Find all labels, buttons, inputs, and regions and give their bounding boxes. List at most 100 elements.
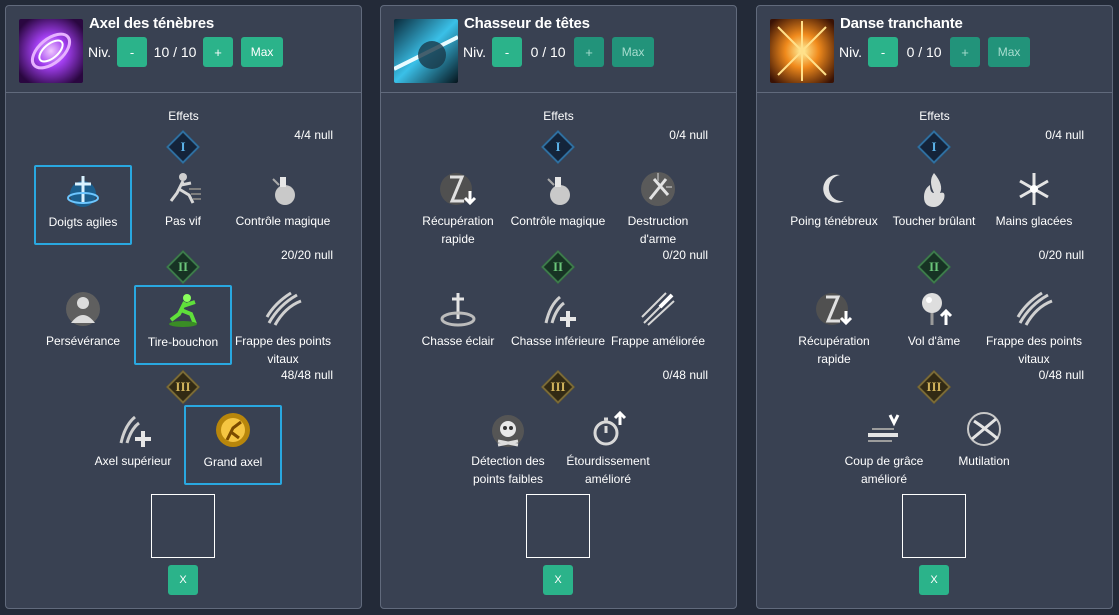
effect-frappe-des-points-vitaux[interactable]: Frappe des points vitaux: [985, 289, 1083, 368]
effect-etourdissement-ameliore[interactable]: Étourdissement amélioré: [559, 409, 657, 488]
decrease-level-button[interactable]: -: [492, 37, 523, 67]
effect-perseverance[interactable]: Persévérance: [34, 289, 132, 350]
effect-chasse-eclair[interactable]: Chasse éclair: [409, 289, 507, 350]
effect-label: Vol d'âme: [907, 334, 961, 348]
effect-toucher-brulant[interactable]: Toucher brûlant: [885, 169, 983, 230]
decrease-level-button[interactable]: -: [117, 37, 148, 67]
magic-control-icon: [547, 177, 570, 205]
effects-title: Effets: [543, 109, 574, 123]
skill-header: Danse tranchante Niv. - 0 / 10 + Max: [757, 6, 1112, 93]
effect-label: Contrôle magique: [235, 214, 331, 228]
effect-label: Étourdissement amélioré: [566, 454, 650, 486]
skill-title: Axel des ténèbres: [89, 15, 214, 32]
level-label: Niv.: [463, 44, 487, 60]
skill-header: Chasseur de têtes Niv. - 0 / 10 + Max: [381, 6, 736, 93]
effect-axel-superieur[interactable]: Axel supérieur: [84, 409, 182, 470]
tier-1-count: 0/4 null: [1045, 128, 1084, 142]
weak-point-detection-icon: [492, 415, 524, 447]
level-value: 0 / 10: [530, 44, 566, 60]
tier-2-count: 20/20 null: [280, 248, 333, 262]
effect-label: Récupération rapide: [422, 214, 494, 246]
effect-controle-magique[interactable]: Contrôle magique: [509, 169, 607, 230]
increase-level-button[interactable]: +: [574, 37, 605, 67]
decrease-level-button[interactable]: -: [868, 37, 899, 67]
max-level-button[interactable]: Max: [241, 37, 284, 67]
tier-2-badge: II: [541, 250, 575, 284]
effects-title: Effets: [919, 109, 950, 123]
close-button[interactable]: X: [919, 565, 949, 595]
quick-recovery-icon: [440, 173, 477, 206]
effect-recuperation-rapide[interactable]: Récupération rapide: [785, 289, 883, 368]
effect-frappe-des-points-vitaux[interactable]: Frappe des points vitaux: [234, 289, 332, 368]
effect-label: Frappe améliorée: [610, 334, 706, 348]
max-level-button[interactable]: Max: [988, 37, 1031, 67]
skill-panel-danse-tranchante: Danse tranchante Niv. - 0 / 10 + Max Eff…: [756, 5, 1113, 609]
tier-1-count: 4/4 null: [294, 128, 333, 142]
effect-label: Mains glacées: [995, 214, 1073, 228]
effect-slot[interactable]: [526, 494, 590, 558]
tier-3-count: 0/48 null: [662, 368, 708, 382]
level-controls: Niv. - 0 / 10 + Max: [839, 37, 1031, 67]
effect-detection-des-points-faibles[interactable]: Détection des points faibles: [459, 409, 557, 488]
level-controls: Niv. - 0 / 10 + Max: [463, 37, 655, 67]
weapon-destruction-icon: [641, 172, 675, 206]
effect-label: Frappe des points vitaux: [985, 334, 1083, 366]
effect-label: Récupération rapide: [798, 334, 870, 366]
burning-touch-icon: [924, 173, 945, 207]
effect-label: Tire-bouchon: [147, 335, 219, 349]
vital-strike-icon: [265, 291, 302, 326]
tier-2-count: 0/20 null: [1038, 248, 1084, 262]
effect-vol-d-ame[interactable]: Vol d'âme: [885, 289, 983, 350]
tier-1-badge: I: [166, 130, 200, 164]
close-button[interactable]: X: [543, 565, 573, 595]
superior-axel-icon: [119, 415, 151, 447]
perseverance-icon: [66, 292, 100, 326]
effect-slot[interactable]: [151, 494, 215, 558]
level-label: Niv.: [88, 44, 112, 60]
skill-title: Chasseur de têtes: [464, 15, 590, 32]
effects-title: Effets: [168, 109, 199, 123]
quick-step-icon: [169, 173, 201, 204]
effect-poing-tenebreux[interactable]: Poing ténébreux: [785, 169, 883, 230]
effect-destruction-d-arme[interactable]: Destruction d'arme: [609, 169, 707, 248]
effect-chasse-inferieure[interactable]: Chasse inférieure: [509, 289, 607, 350]
effect-grand-axel[interactable]: Grand axel: [184, 405, 282, 485]
flash-hunt-icon: [440, 293, 476, 327]
skill-header: Axel des ténèbres Niv. - 10 / 10 + Max: [6, 6, 361, 93]
tier-3-count: 48/48 null: [280, 368, 333, 382]
skill-title: Danse tranchante: [840, 15, 963, 32]
effect-coup-de-grace-ameliore[interactable]: Coup de grâce amélioré: [835, 409, 933, 488]
effect-recuperation-rapide[interactable]: Récupération rapide: [409, 169, 507, 248]
max-level-button[interactable]: Max: [612, 37, 655, 67]
level-label: Niv.: [839, 44, 863, 60]
effect-label: Frappe des points vitaux: [234, 334, 332, 366]
effect-label: Axel supérieur: [94, 454, 172, 468]
tier-3-count: 0/48 null: [1038, 368, 1084, 382]
soul-steal-icon: [922, 293, 953, 325]
magic-control-icon: [272, 177, 295, 205]
level-value: 0 / 10: [906, 44, 942, 60]
effect-mains-glacees[interactable]: Mains glacées: [985, 169, 1083, 230]
level-controls: Niv. - 10 / 10 + Max: [88, 37, 284, 67]
effect-label: Grand axel: [203, 455, 263, 469]
effect-mutilation[interactable]: Mutilation: [935, 409, 1033, 470]
effect-label: Mutilation: [958, 454, 1010, 468]
dark-axel-icon: [19, 19, 83, 83]
skill-panel-chasseur-de-tetes: Chasseur de têtes Niv. - 0 / 10 + Max Ef…: [380, 5, 737, 609]
effect-slot[interactable]: [902, 494, 966, 558]
effect-tire-bouchon[interactable]: Tire-bouchon: [134, 285, 232, 365]
effect-label: Doigts agiles: [48, 215, 118, 229]
effect-frappe-amelioree[interactable]: Frappe améliorée: [609, 289, 707, 350]
effect-pas-vif[interactable]: Pas vif: [134, 169, 232, 230]
effect-doigts-agiles[interactable]: Doigts agiles: [34, 165, 132, 245]
frozen-hands-icon: [1019, 173, 1049, 205]
agile-fingers-icon: [67, 176, 99, 207]
close-button[interactable]: X: [168, 565, 198, 595]
increase-level-button[interactable]: +: [203, 37, 234, 67]
increase-level-button[interactable]: +: [950, 37, 981, 67]
tier-3-badge: III: [166, 370, 200, 404]
effect-label: Poing ténébreux: [790, 214, 878, 228]
effect-controle-magique[interactable]: Contrôle magique: [234, 169, 332, 230]
improved-strike-icon: [641, 292, 675, 326]
effect-label: Pas vif: [164, 214, 201, 228]
